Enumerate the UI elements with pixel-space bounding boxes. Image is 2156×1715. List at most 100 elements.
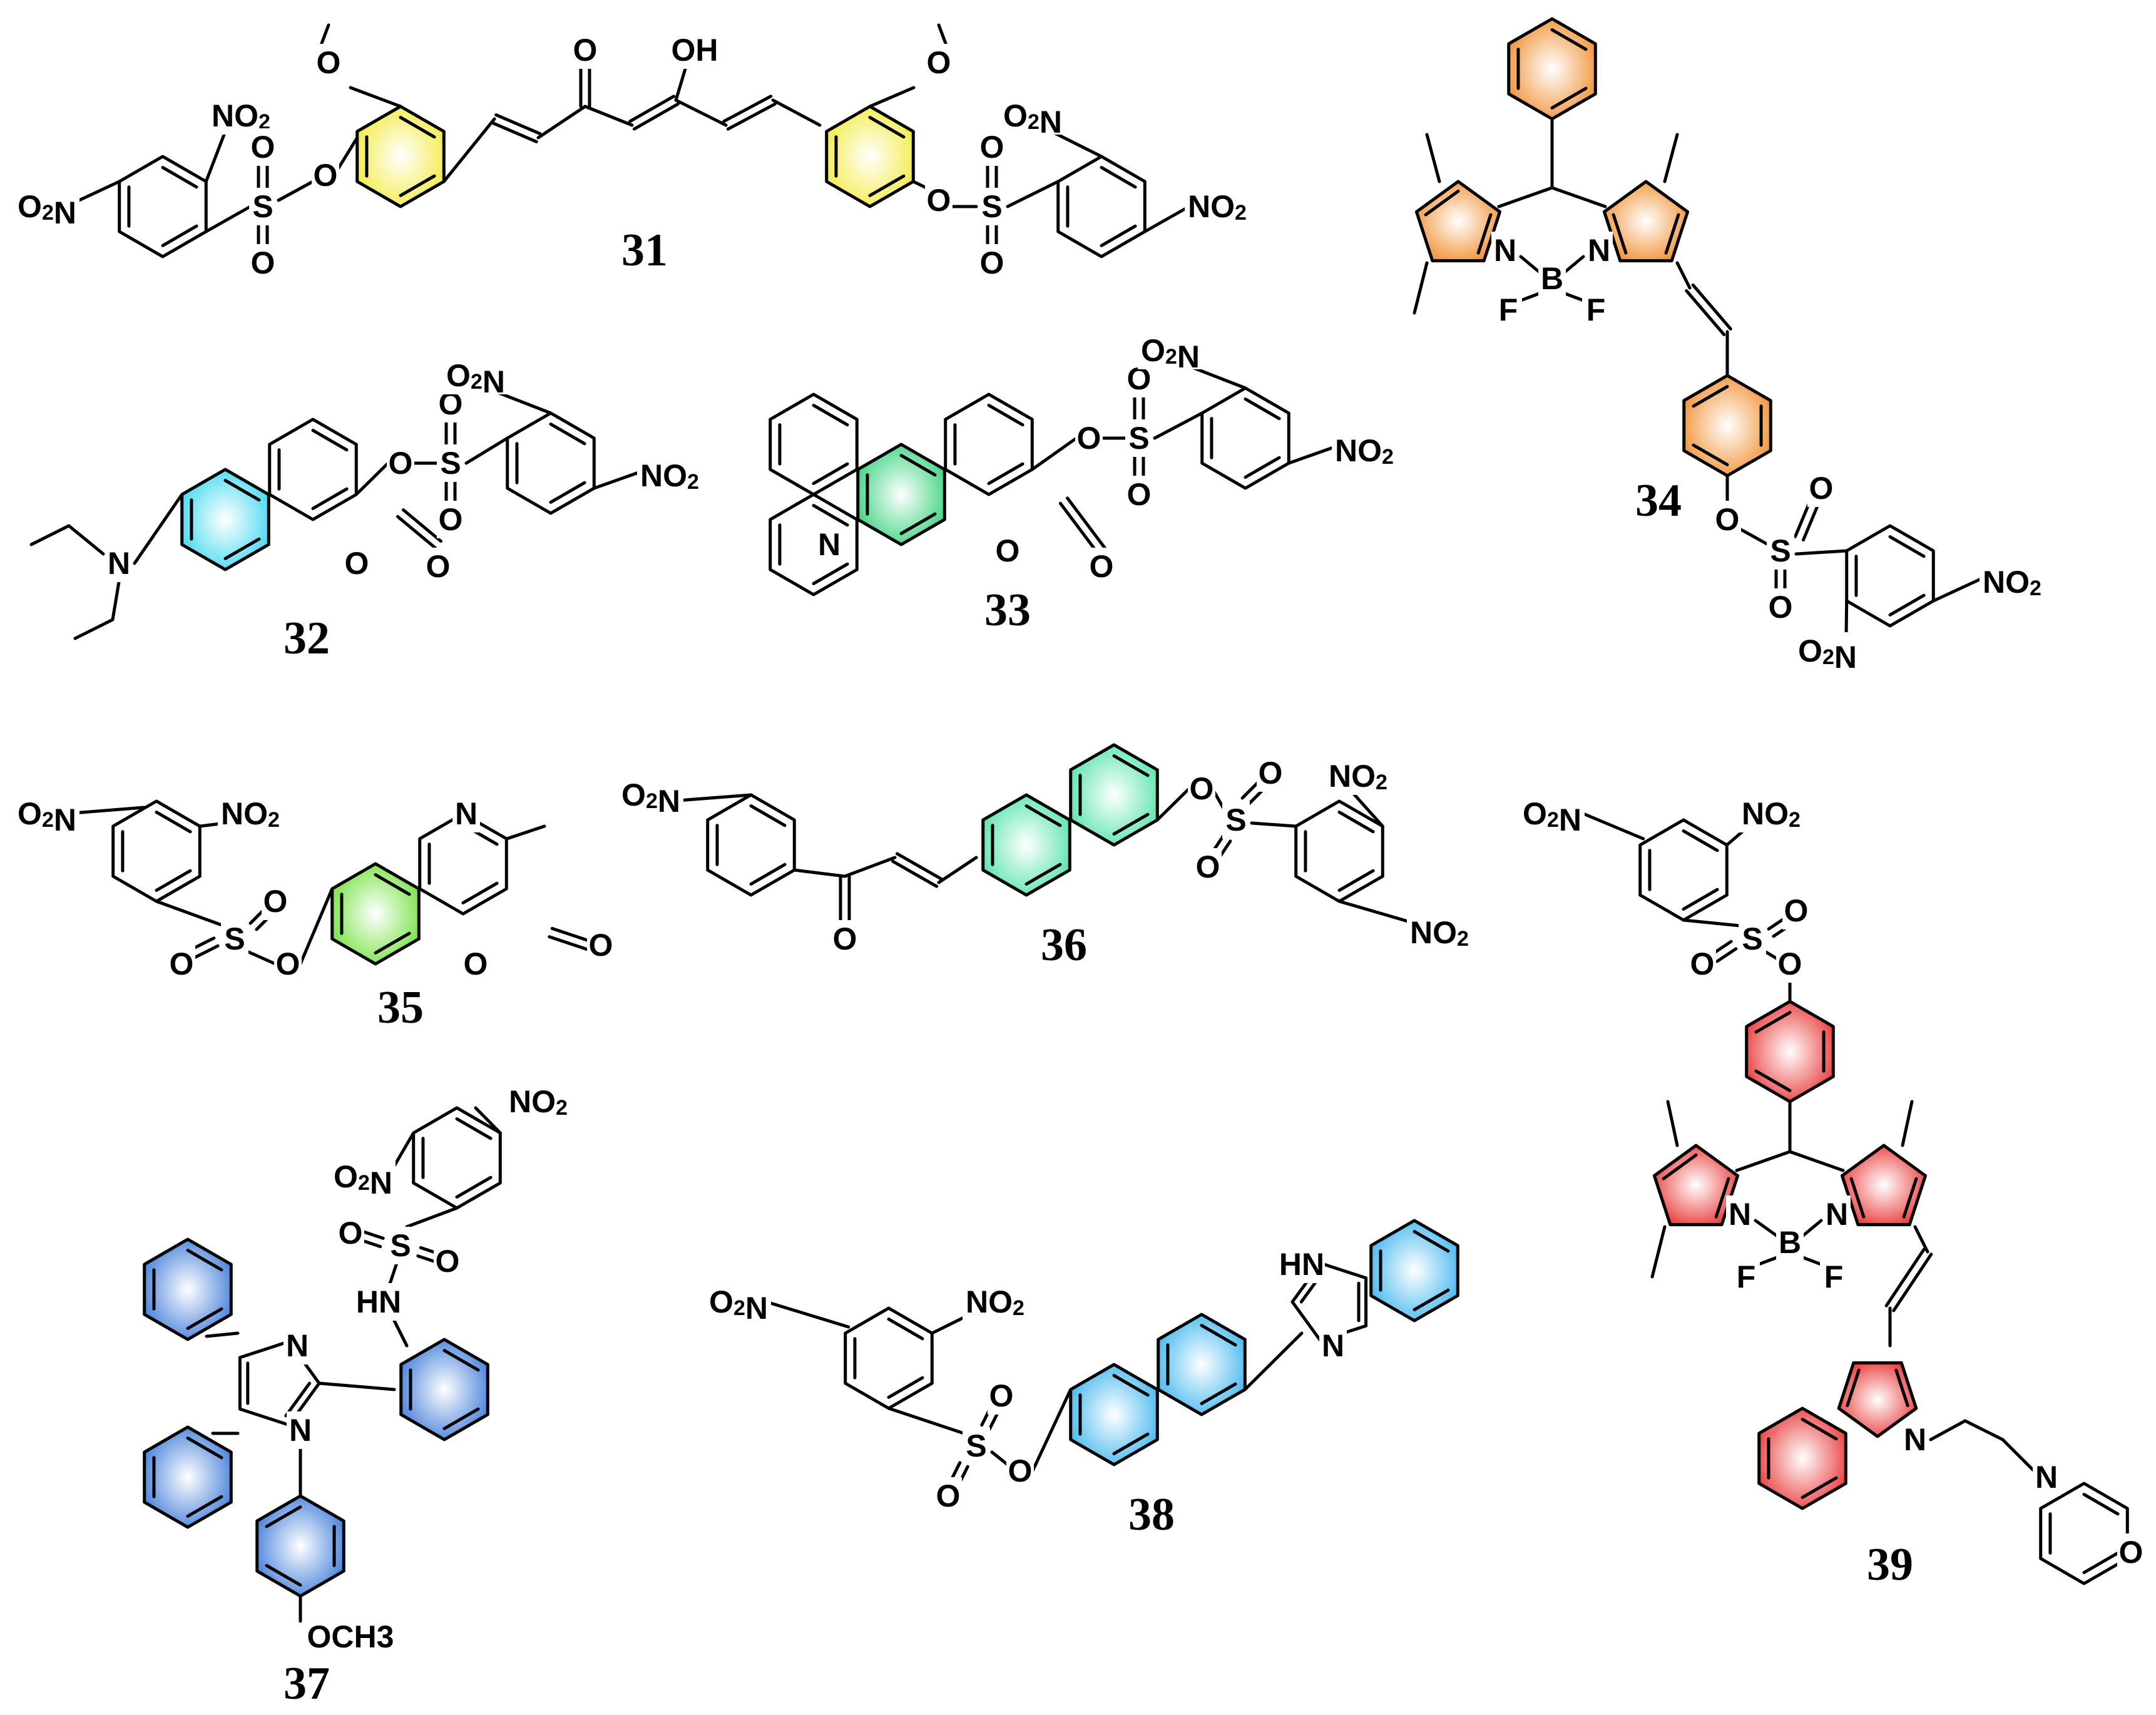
bond [1735,1150,1792,1172]
no2-label-bg [637,457,702,494]
aromatic-bond [1244,456,1281,479]
bond [155,899,227,928]
double-bond [1892,1252,1933,1313]
sulfur-label: S [390,1228,411,1263]
carbonyl-o: O [426,549,451,584]
amine-n: N [108,546,130,581]
aromatic-bond [155,811,192,834]
phenyl-ring-bottom [143,1425,233,1529]
oxygen-label: O [1715,502,1740,537]
bond [1794,549,1849,556]
bond [336,136,359,171]
naphthalene-ring-a [981,793,1071,897]
double-bond [494,113,542,136]
bond [1929,1419,1967,1441]
sulfur-label-bg [437,444,464,482]
oxygen-label: O [439,502,463,537]
imidazole-n-bg [284,1327,311,1364]
sulfur-label-bg [221,920,248,958]
o2n-label-bg [618,776,683,814]
aromatic-bond [455,1175,493,1199]
sulfur-label: S [1742,921,1762,956]
aromatic-bond [1024,804,1062,827]
bond [299,887,334,966]
oxygen-label-bg [274,945,302,983]
oxygen-label: O [1809,471,1834,506]
double-bond [628,95,676,123]
morpholine-o-bg [2117,1533,2145,1571]
bond [592,471,640,490]
aromatic-bond [265,1505,302,1528]
o2n-label-bg [1520,795,1585,832]
no2-label-bg [1326,757,1391,795]
morpholine-o: O [2119,1535,2143,1570]
oxygen-label: O [1784,893,1809,928]
aromatic-bond [1413,1288,1450,1311]
aromatic-bond [1476,213,1493,255]
bond [1563,255,1585,274]
phenyl-ring [1507,17,1597,121]
double-bond [632,102,680,131]
o2n-label: O2N [1798,633,1857,675]
pyranone-ring [944,392,1034,496]
bond [990,1450,1009,1467]
o2n-label-bg [706,1283,771,1321]
oxygen-label: O [980,130,1004,165]
oxygen-label: O [1196,849,1220,884]
aromatic-bond [868,116,906,139]
compound-label-37: 37 [284,1658,330,1709]
aromatic-bond [1801,1476,1838,1499]
sulfur-label-bg [1739,920,1766,958]
aromatic-bond [161,166,198,189]
aromatic-bond [1112,1374,1150,1397]
aromatic-bond [399,174,436,197]
no2-label: NO2 [221,796,280,832]
oxygen-label: O [989,1378,1014,1413]
oxygen-label: O [1769,590,1793,625]
julolidine-ring-lower [769,493,859,596]
dnbs-ring [1294,799,1384,903]
oxygen-label-bg [988,1377,1015,1415]
oxygen-label: O [1077,421,1101,456]
sulfur-label: S [1770,533,1791,568]
double-bond [396,514,437,550]
aromatic-bond [1550,86,1588,110]
aromatic-bond [549,481,586,504]
o2n-label-bg [14,795,79,832]
carbonyl-o-bg [1088,548,1115,585]
benzoxazinone-benzo-ring [330,862,421,966]
dnbs-ring [506,411,596,515]
aromatic-bond [1714,1177,1730,1219]
indole-n-bg [1901,1421,1929,1458]
oxygen-label-bg [978,244,1006,282]
aromatic-bond [868,174,906,197]
methoxy-o: O [927,45,951,80]
bond [245,950,277,966]
oxygen-label: O [927,183,951,218]
oxygen-label-bg [437,501,464,538]
aromatic-bond [399,116,436,139]
bond [771,98,822,127]
bond [2001,1438,2036,1473]
bond [73,618,115,640]
bond [887,1406,966,1435]
indole-n: N [1904,1422,1926,1457]
aromatic-bond [1112,1432,1150,1455]
bond [1243,1331,1304,1391]
sulfur-label: S [1225,802,1246,837]
aromatic-bond [812,562,849,585]
fluorine-label-bg [1732,1258,1760,1296]
oxygen-label-bg [1188,770,1215,807]
lactone-o: O [345,546,369,581]
bond [1143,205,1191,233]
julolidine-benzo-ring [856,443,946,546]
compound-label-33: 33 [984,585,1031,636]
coumarin-benzo-ring [180,468,270,571]
indole-pyrrole-ring [1837,1361,1918,1438]
pyrrole-n: N [1729,1197,1751,1232]
o2n-label: O2N [709,1284,768,1326]
imidazole-nh-bg [1279,1246,1325,1283]
oxygen-label-bg [312,156,339,194]
carbonyl-o-bg [424,548,452,585]
aromatic-bond [812,504,849,527]
